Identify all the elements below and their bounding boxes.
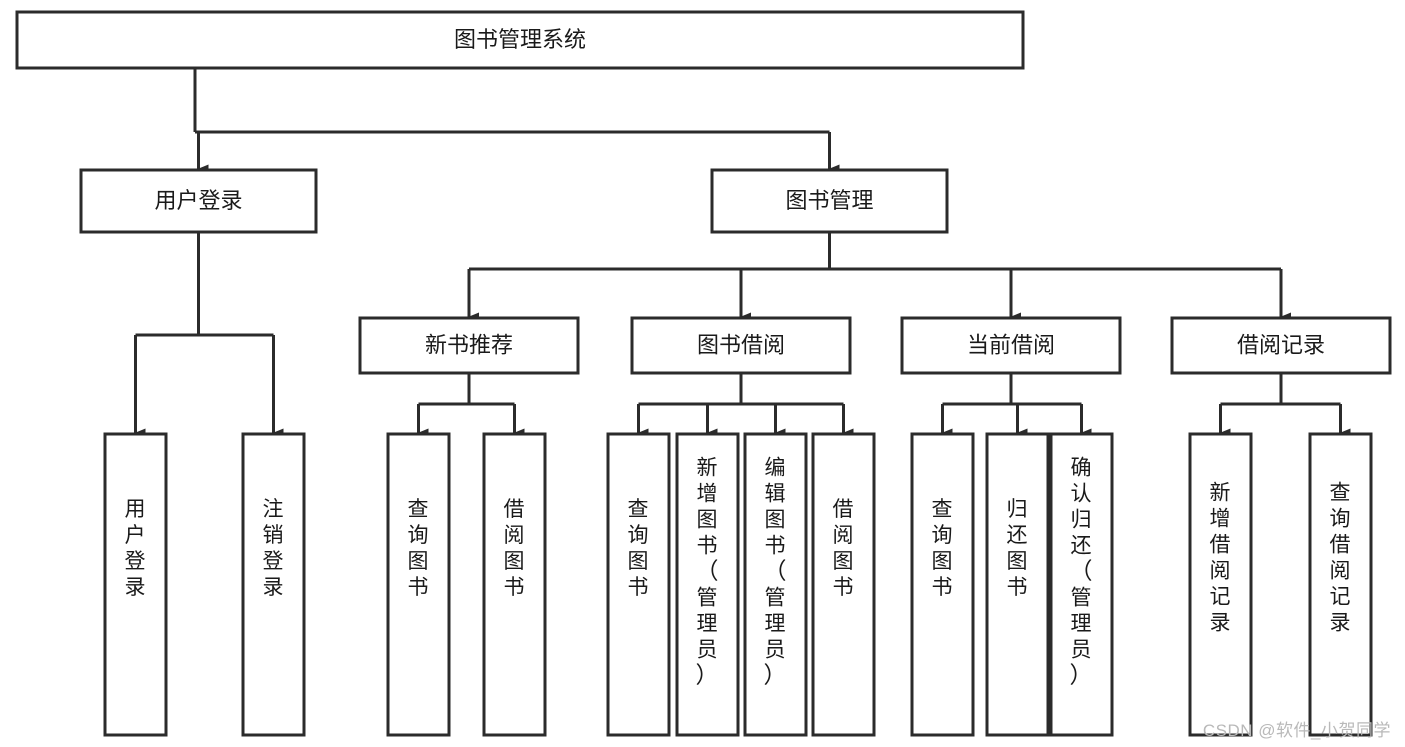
node-leaf-recommend-borrow-book[interactable]: 借阅图书 — [482, 432, 547, 737]
node-label: 用户登录 — [125, 498, 147, 599]
node-label: 注销登录 — [263, 498, 285, 599]
edge-layer — [134, 68, 1351, 438]
node-label: 借阅图书 — [833, 498, 855, 599]
edge-group-root — [193, 68, 840, 174]
node-label: 查询图书 — [628, 498, 650, 599]
node-label: 图书借阅 — [697, 332, 785, 357]
node-current-borrow[interactable]: 当前借阅 — [900, 316, 1122, 375]
node-label: 用户登录 — [154, 188, 242, 213]
node-label: 借阅记录 — [1237, 332, 1325, 357]
node-leaf-record-query[interactable]: 查询借阅记录 — [1308, 432, 1373, 737]
node-label: 归还图书 — [1007, 498, 1029, 599]
node-leaf-borrow-query-book[interactable]: 查询图书 — [606, 432, 671, 737]
node-label: 图书管理系统 — [454, 27, 586, 52]
node-label: 查询图书 — [408, 498, 430, 599]
node-leaf-current-confirm-return[interactable]: 确认归还（管理员） — [1049, 432, 1114, 737]
node-leaf-user-logout[interactable]: 注销登录 — [241, 432, 306, 737]
node-label: 当前借阅 — [967, 332, 1055, 357]
node-label: 借阅图书 — [504, 498, 526, 599]
node-label: 编辑图书（管理员） — [764, 456, 788, 688]
edge-group-user-login — [134, 232, 284, 438]
node-new-book-recommend[interactable]: 新书推荐 — [358, 316, 580, 375]
node-leaf-current-return-book[interactable]: 归还图书 — [985, 432, 1050, 737]
edge-group-borrow-record — [1219, 373, 1351, 438]
node-book-borrow[interactable]: 图书借阅 — [630, 316, 852, 375]
node-label: 查询借阅记录 — [1330, 481, 1352, 634]
edge-group-new-book-recommend — [417, 373, 525, 438]
edge-group-current-borrow — [941, 373, 1092, 438]
node-leaf-user-login[interactable]: 用户登录 — [103, 432, 168, 737]
node-layer: 图书管理系统用户登录图书管理新书推荐图书借阅当前借阅借阅记录用户登录注销登录查询… — [15, 10, 1392, 737]
node-label: 确认归还（管理员） — [1070, 456, 1094, 688]
node-label: 图书管理 — [785, 188, 873, 213]
node-leaf-record-add[interactable]: 新增借阅记录 — [1188, 432, 1253, 737]
node-label: 新书推荐 — [425, 332, 513, 357]
node-leaf-borrow-add-book[interactable]: 新增图书（管理员） — [675, 432, 740, 737]
node-label: 新增借阅记录 — [1210, 481, 1232, 634]
node-user-login[interactable]: 用户登录 — [79, 168, 318, 234]
node-label: 新增图书（管理员） — [696, 456, 720, 688]
edge-group-book-manage — [467, 232, 1291, 322]
node-leaf-current-query-book[interactable]: 查询图书 — [910, 432, 975, 737]
node-leaf-recommend-query-book[interactable]: 查询图书 — [386, 432, 451, 737]
node-book-manage[interactable]: 图书管理 — [710, 168, 949, 234]
node-leaf-borrow-edit-book[interactable]: 编辑图书（管理员） — [743, 432, 808, 737]
node-root[interactable]: 图书管理系统 — [15, 10, 1025, 70]
node-borrow-record[interactable]: 借阅记录 — [1170, 316, 1392, 375]
node-label: 查询图书 — [932, 498, 954, 599]
edge-group-book-borrow — [637, 373, 854, 438]
node-leaf-borrow-borrow-book[interactable]: 借阅图书 — [811, 432, 876, 737]
